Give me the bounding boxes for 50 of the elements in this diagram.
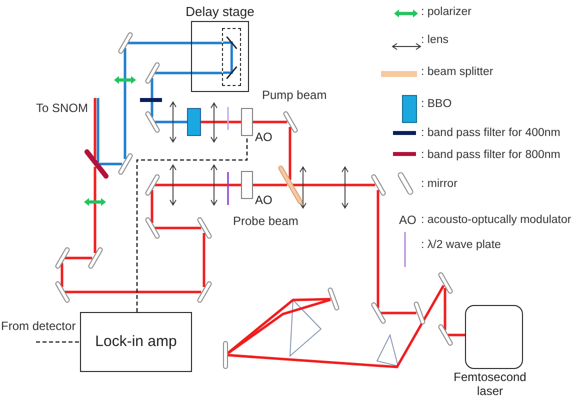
beam-path <box>154 184 241 186</box>
beam-path <box>94 166 96 253</box>
output-label: To SNOM <box>36 101 88 115</box>
legend-text: : band pass filter for 400nm <box>421 126 560 140</box>
beam-path <box>64 256 92 260</box>
beam-path <box>99 162 122 166</box>
signal-line <box>36 341 80 343</box>
beam-label: Probe beam <box>233 214 298 228</box>
beam-path <box>96 98 100 162</box>
beam-path <box>376 190 380 308</box>
amplifier-label: Lock-in amp <box>95 333 177 351</box>
beam-path <box>201 120 241 124</box>
beam-label: Pump beam <box>262 88 327 102</box>
modulator-label: AO <box>255 194 272 208</box>
crystal-icon <box>187 108 201 136</box>
beam-path <box>444 288 446 330</box>
input-label: From detector <box>1 319 76 333</box>
legend-text: : band pass filter for 800nm <box>421 148 560 162</box>
beam-path <box>154 226 202 230</box>
legend-text: : mirror <box>421 177 458 191</box>
laser-label: Femtosecond laser <box>452 371 528 399</box>
stage-title: Delay stage <box>186 5 254 20</box>
beam-path <box>64 290 202 294</box>
legend-text: : beam splitter <box>421 65 494 79</box>
signal-line <box>136 136 248 312</box>
beam-path <box>253 120 288 124</box>
mirror-icon <box>223 341 228 369</box>
beam-path <box>448 334 465 336</box>
beam-path <box>253 184 288 186</box>
beam-path <box>380 312 416 314</box>
beam-path <box>94 98 96 159</box>
beam-path <box>202 233 206 287</box>
legend-text: : acousto-optucally modulator <box>421 213 572 227</box>
beam-path <box>150 78 154 117</box>
beam-path <box>292 184 376 186</box>
amplifier-box <box>80 312 192 372</box>
beam-path <box>288 127 292 180</box>
modulator-label: AO <box>255 131 272 145</box>
legend-text: : lens <box>421 33 448 47</box>
beam-path <box>154 120 187 124</box>
beam-path <box>124 48 126 159</box>
beam-path <box>150 190 154 223</box>
beam-path <box>154 72 222 74</box>
beam-path <box>128 42 222 44</box>
abbreviation-label: AO <box>399 213 416 227</box>
legend-text: : BBO <box>421 97 452 111</box>
legend-text: : λ/2 wave plate <box>421 238 501 252</box>
beam-path <box>60 263 64 287</box>
beam-path <box>228 284 445 368</box>
legend-text: : polarizer <box>421 5 472 19</box>
